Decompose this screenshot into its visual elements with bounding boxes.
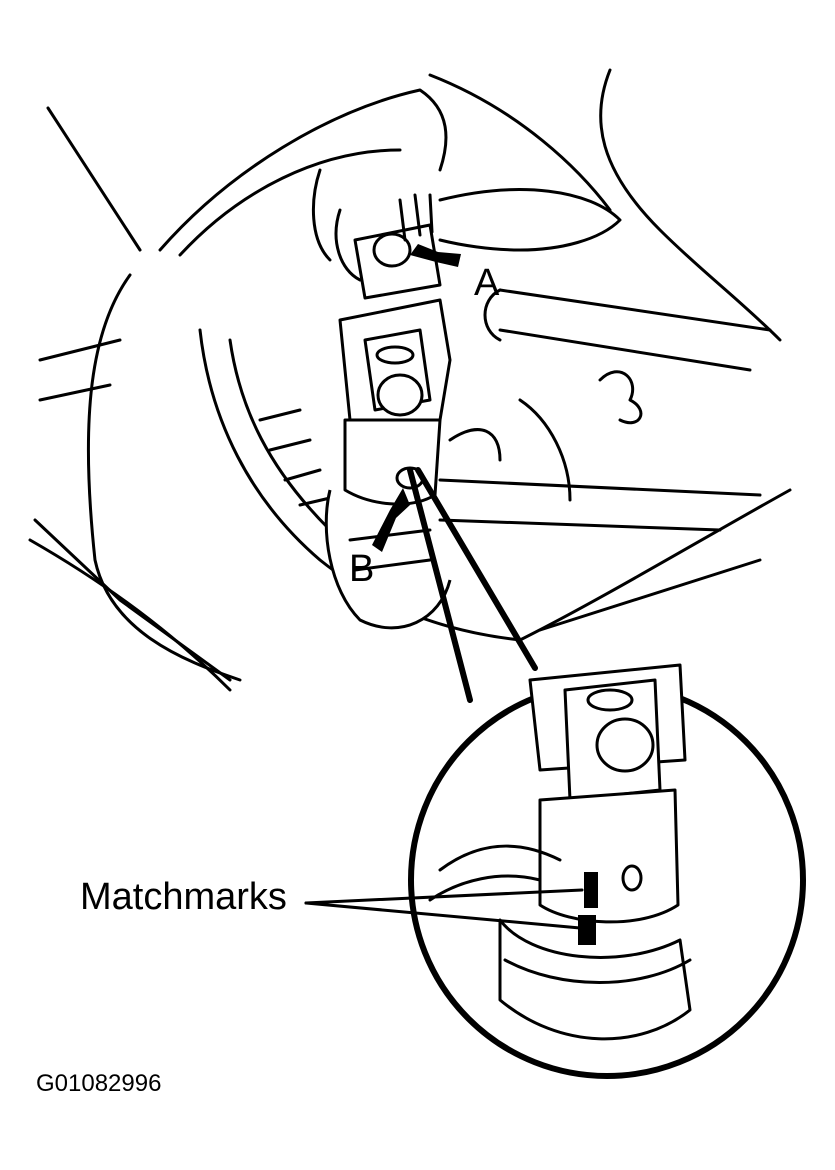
figure-code: G01082996 [36,1070,162,1097]
label-b: B [349,548,375,590]
label-a: A [474,262,500,304]
matchmarks-leader [304,888,584,930]
label-matchmarks: Matchmarks [80,876,287,918]
universal-joint [324,193,452,630]
background-structure [28,68,792,692]
arrow-a [410,244,461,267]
arrow-b [372,488,410,552]
detail-circle [408,663,806,1079]
detail-callout-leader [407,467,538,703]
